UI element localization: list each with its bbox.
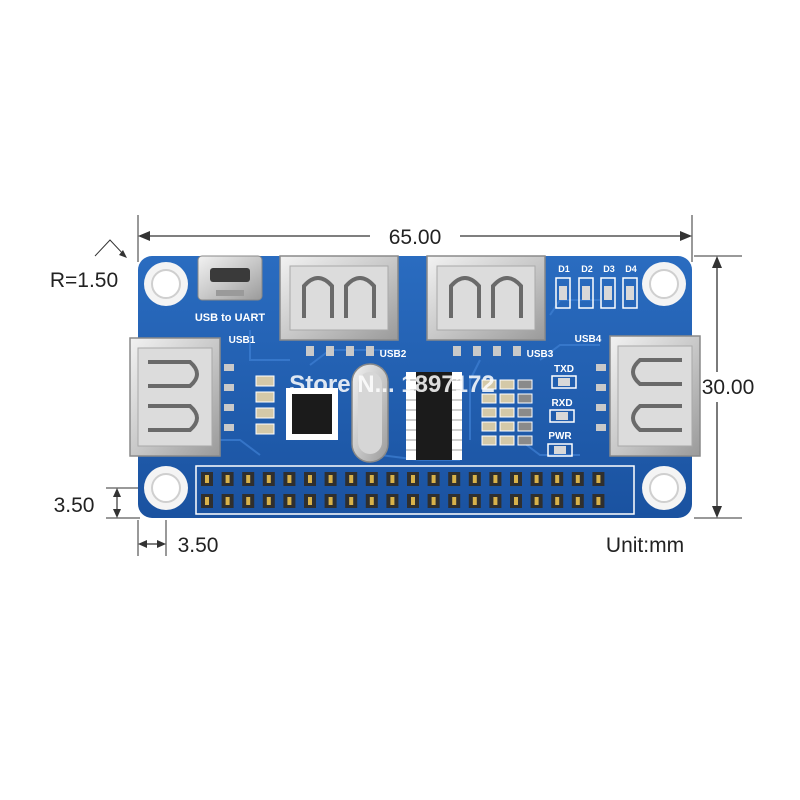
gpio-pin-contact (411, 497, 415, 505)
height-label: 30.00 (702, 376, 755, 399)
gpio-header (195, 465, 635, 515)
uart-converter-chip (406, 372, 462, 460)
dimension-width: 65.00 (137, 215, 693, 262)
hole-offset-horizontal-label: 3.50 (178, 534, 219, 557)
gpio-pin-contact (452, 475, 457, 483)
gpio-pin-contact (452, 497, 457, 505)
unit-label: Unit:mm (606, 534, 684, 557)
gpio-pin-contact (514, 475, 518, 483)
gpio-pin-contact (308, 497, 312, 505)
gpio-pin-contact (308, 475, 312, 483)
dimension-hole-offset-horizontal: 3.50 (137, 520, 219, 557)
hole-offset-vertical-label: 3.50 (54, 494, 95, 517)
dimension-corner-radius: R=1.50 (50, 239, 127, 292)
gpio-pin-contact (328, 497, 333, 505)
gpio-pin-contact (514, 497, 518, 505)
gpio-pin-contact (534, 475, 539, 483)
usb-port-usb1 (129, 337, 234, 457)
usb-port-usb2 (279, 255, 399, 356)
micro-usb-port (197, 255, 263, 301)
gpio-pin-contact (266, 497, 271, 505)
pwr-label: PWR (548, 431, 572, 442)
gpio-pin-contact (349, 497, 354, 505)
dimension-height: 30.00 (694, 255, 755, 519)
gpio-pin-contact (472, 497, 477, 505)
gpio-pin-contact (555, 475, 560, 483)
led-d4-label: D4 (625, 264, 637, 274)
gpio-pin-contact (328, 475, 333, 483)
usb-hub-chip (286, 388, 338, 440)
mounting-hole-bottom-right (642, 466, 686, 510)
gpio-pin-contact (555, 497, 560, 505)
gpio-pin-contact (349, 475, 354, 483)
gpio-pin-contact (596, 497, 601, 505)
usb-port-usb3 (426, 255, 546, 356)
usb-port-usb4 (596, 335, 701, 457)
passive-components-right (481, 379, 533, 446)
corner-radius-label: R=1.50 (50, 269, 118, 292)
rxd-label: RXD (551, 398, 572, 409)
usb1-label: USB1 (229, 335, 256, 346)
gpio-pin-contact (493, 497, 498, 505)
status-leds: TXD RXD PWR (547, 364, 577, 457)
gpio-pins (201, 472, 605, 508)
gpio-pin-contact (575, 475, 580, 483)
usb3-label: USB3 (527, 349, 554, 360)
gpio-pin-contact (287, 475, 292, 483)
gpio-pin-contact (596, 475, 601, 483)
crystal-oscillator (351, 363, 389, 463)
gpio-pin-contact (493, 475, 498, 483)
gpio-pin-contact (534, 497, 539, 505)
gpio-pin-contact (225, 497, 230, 505)
pcb-board: USB to UART USB2 USB3 D1 (129, 255, 701, 518)
gpio-pin-contact (225, 475, 230, 483)
passive-components-left (255, 375, 275, 435)
led-d2-label: D2 (581, 264, 593, 274)
txd-label: TXD (554, 364, 574, 375)
gpio-pin-contact (287, 497, 292, 505)
usb4-label: USB4 (575, 334, 602, 345)
gpio-pin-contact (390, 475, 395, 483)
gpio-pin-contact (472, 475, 477, 483)
gpio-pin-contact (205, 497, 209, 505)
gpio-pin-contact (246, 475, 251, 483)
usb-to-uart-label: USB to UART (195, 312, 266, 324)
gpio-pin-contact (411, 475, 415, 483)
mounting-hole-top-left (144, 262, 188, 306)
mounting-hole-top-right (642, 262, 686, 306)
gpio-pin-contact (431, 497, 436, 505)
watermark: Store N... 1897172 (289, 371, 494, 398)
mounting-hole-bottom-left (144, 466, 188, 510)
width-label: 65.00 (389, 226, 442, 249)
gpio-pin-contact (205, 475, 209, 483)
gpio-pin-contact (369, 497, 374, 505)
usb2-label: USB2 (380, 349, 407, 360)
dimension-hole-offset-vertical: 3.50 (54, 487, 140, 519)
gpio-pin-contact (246, 497, 251, 505)
led-d1-label: D1 (558, 264, 570, 274)
gpio-pin-contact (369, 475, 374, 483)
gpio-pin-contact (575, 497, 580, 505)
gpio-pin-contact (266, 475, 271, 483)
led-indicators: D1 D2 D3 D4 (555, 264, 638, 309)
led-d3-label: D3 (603, 264, 615, 274)
gpio-pin-contact (431, 475, 436, 483)
gpio-pin-contact (390, 497, 395, 505)
